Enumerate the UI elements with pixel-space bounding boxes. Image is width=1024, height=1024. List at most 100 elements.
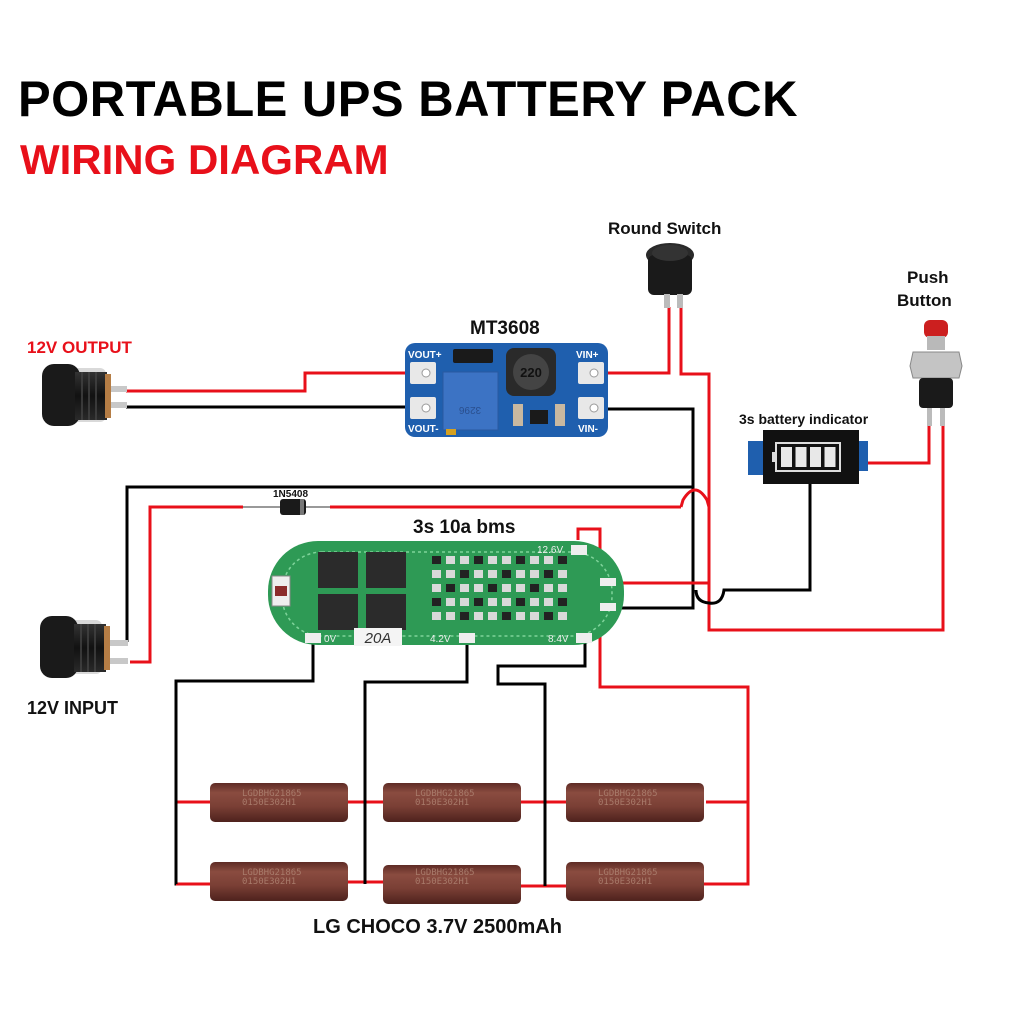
bms-smd-part: [516, 598, 525, 606]
bms-smd-part: [516, 584, 525, 592]
bms-smd-part: [544, 612, 553, 620]
bms-smd-part: [516, 570, 525, 578]
bms-smd-part: [516, 612, 525, 620]
push-button-label-line2: Button: [897, 291, 952, 310]
indicator-bar: [781, 447, 792, 467]
bms-3s-board: 20A 0V 4.2V 8.4V 12.6V: [268, 541, 624, 647]
inductor-marking: 220: [520, 365, 542, 380]
indicator-bars: [781, 447, 836, 467]
svg-text:0150E302H1: 0150E302H1: [598, 877, 652, 887]
svg-text:LGDBHG21865: LGDBHG21865: [242, 789, 302, 799]
bms-pin-12v6: 12.6V: [537, 545, 563, 556]
pin-vin-minus: VIN-: [578, 424, 598, 435]
wire-crossover-hop-top: [679, 488, 711, 508]
mt3608-boost-converter: 3296 220 VOUT+ VOUT- VIN+ VIN-: [405, 343, 608, 437]
bms-smd-part: [474, 598, 483, 606]
battery-indicator-label: 3s battery indicator: [739, 411, 869, 427]
diode-label: 1N5408: [273, 489, 309, 500]
bms-smd-part: [460, 584, 469, 592]
input-dc-jack: [40, 616, 128, 678]
bms-smd-part: [446, 612, 455, 620]
pin-vout-plus: VOUT+: [408, 350, 442, 361]
bms-smd-part: [488, 598, 497, 606]
page-title: PORTABLE UPS BATTERY PACK: [18, 71, 798, 127]
bms-smd-part: [432, 612, 441, 620]
bms-smd-part: [488, 556, 497, 564]
svg-text:0150E302H1: 0150E302H1: [598, 798, 652, 808]
wire-vin-plus-switch: [596, 307, 671, 375]
wire-vin-minus: [596, 407, 695, 610]
indicator-bar: [824, 447, 836, 467]
wire-bms-4v2: [363, 641, 469, 884]
bms-smd-part: [488, 584, 497, 592]
bms-smd-part: [502, 570, 511, 578]
bms-smd-part: [502, 598, 511, 606]
svg-text:LGDBHG21865: LGDBHG21865: [415, 868, 475, 878]
svg-text:LGDBHG21865: LGDBHG21865: [598, 789, 658, 799]
wire-indicator-negative: [694, 480, 812, 605]
battery-indicator: [748, 430, 868, 484]
bms-smd-part: [432, 598, 441, 606]
push-button[interactable]: [909, 320, 963, 426]
bms-smd-part: [544, 598, 553, 606]
bms-smd-part: [558, 570, 567, 578]
bms-smd-part: [530, 598, 539, 606]
bms-smd-part: [488, 612, 497, 620]
bms-smd-part: [544, 584, 553, 592]
bms-label: 3s 10a bms: [413, 517, 516, 538]
input-jack-label: 12V INPUT: [27, 698, 119, 718]
bms-smd-part: [544, 556, 553, 564]
pin-vout-minus: VOUT-: [408, 424, 439, 435]
boost-converter-label: MT3608: [470, 318, 540, 339]
bms-smd-part: [460, 612, 469, 620]
bms-smd-part: [502, 584, 511, 592]
indicator-bar: [795, 447, 807, 467]
bms-smd-part: [530, 570, 539, 578]
bms-pin-0v: 0V: [324, 634, 337, 645]
round-switch-label: Round Switch: [608, 219, 722, 238]
bms-smd-part: [502, 612, 511, 620]
bms-smd-part: [432, 570, 441, 578]
svg-text:0150E302H1: 0150E302H1: [242, 877, 296, 887]
wire-bms-8v4: [496, 641, 587, 884]
pot-marking: 3296: [458, 404, 481, 415]
bms-smd-part: [446, 584, 455, 592]
wire-output-positive: [126, 371, 424, 393]
svg-text:LGDBHG21865: LGDBHG21865: [415, 789, 475, 799]
bms-smd-part: [460, 570, 469, 578]
bms-smd-part: [530, 556, 539, 564]
svg-text:LGDBHG21865: LGDBHG21865: [598, 868, 658, 878]
bms-smd-part: [530, 612, 539, 620]
bms-smd-part: [474, 570, 483, 578]
battery-cells: LGDBHG218650150E302H1LGDBHG218650150E302…: [210, 783, 704, 904]
bms-pin-4v2: 4.2V: [430, 634, 451, 645]
wire-indicator-pushbutton: [866, 426, 931, 465]
wire-bms-12v6: [576, 527, 750, 886]
bms-smd-part: [460, 598, 469, 606]
bms-rating: 20A: [364, 630, 392, 647]
bms-smd-part: [558, 556, 567, 564]
cells-label: LG CHOCO 3.7V 2500mAh: [313, 916, 562, 938]
bms-smd-part: [474, 556, 483, 564]
bms-smd-part: [432, 584, 441, 592]
round-switch[interactable]: [646, 243, 694, 308]
bms-smd-part: [488, 570, 497, 578]
bms-smd-part: [432, 556, 441, 564]
bms-smd-part: [544, 570, 553, 578]
wire-input-positive-a: [130, 505, 243, 664]
bms-smd-part: [530, 584, 539, 592]
push-button-label-line1: Push: [907, 268, 949, 287]
bms-smd-part: [446, 556, 455, 564]
bms-smd-part: [460, 556, 469, 564]
diode-1n5408: [243, 499, 330, 515]
bms-smd-part: [558, 612, 567, 620]
bms-smd-part: [446, 570, 455, 578]
page-subtitle: WIRING DIAGRAM: [20, 136, 389, 183]
bms-smd-part: [558, 584, 567, 592]
